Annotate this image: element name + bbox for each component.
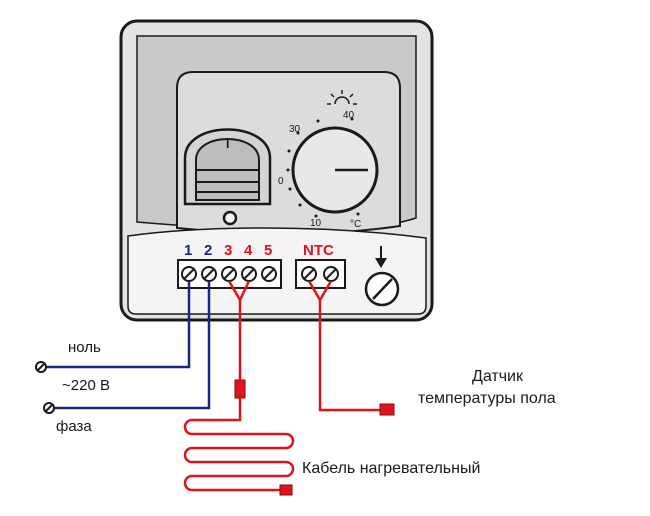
switch-on-mark: I [226, 137, 230, 151]
supply-wire-ends [35, 361, 55, 414]
screw-terminal [181, 266, 197, 282]
arrow-down-icon [375, 246, 387, 268]
wire-phase [52, 281, 211, 410]
sun-icon [327, 90, 357, 105]
indicator-lamp [222, 210, 238, 226]
terminal-label-ntc: NTC [303, 242, 334, 259]
label-sensor-line1: Датчик [472, 368, 523, 385]
label-heating-cable: Кабель нагревательный [302, 460, 481, 477]
heating-cable [183, 280, 295, 492]
dial-unit: °C [350, 219, 362, 230]
wire-neutral [44, 281, 191, 369]
label-neutral: ноль [68, 339, 101, 356]
screw-terminal [221, 266, 237, 282]
terminal-label-1: 1 [184, 242, 193, 259]
temperature-dial [286, 90, 379, 218]
power-switch [183, 128, 272, 226]
terminal-block-ntc [295, 259, 346, 289]
screw-terminal [241, 266, 257, 282]
heating-cable-coupling [234, 379, 246, 399]
dial-label-30: 30 [289, 124, 301, 135]
heating-cable-coil [183, 398, 295, 492]
heating-cable-end-cap [279, 484, 293, 496]
terminal-label-5: 5 [264, 242, 273, 259]
label-phase: фаза [56, 418, 92, 435]
terminal-label-4: 4 [244, 242, 253, 259]
terminal-label-3: 3 [224, 242, 233, 259]
screw-terminal [261, 266, 277, 282]
sensor-probe [379, 403, 395, 416]
label-voltage: ~220 В [62, 377, 110, 394]
screw-terminal [301, 266, 317, 282]
screw-icon [364, 271, 400, 307]
dial-label-10: 10 [310, 218, 322, 229]
dial-tick-marks [286, 117, 360, 218]
supply-wires [44, 281, 211, 410]
screw-terminal [323, 266, 339, 282]
label-sensor-line2: температуры пола [418, 390, 556, 407]
terminal-label-2: 2 [204, 242, 213, 259]
dial-label-0: 0 [278, 176, 284, 187]
dial-label-40: 40 [343, 110, 355, 121]
sensor-wire [307, 280, 380, 412]
screw-terminal [201, 266, 217, 282]
